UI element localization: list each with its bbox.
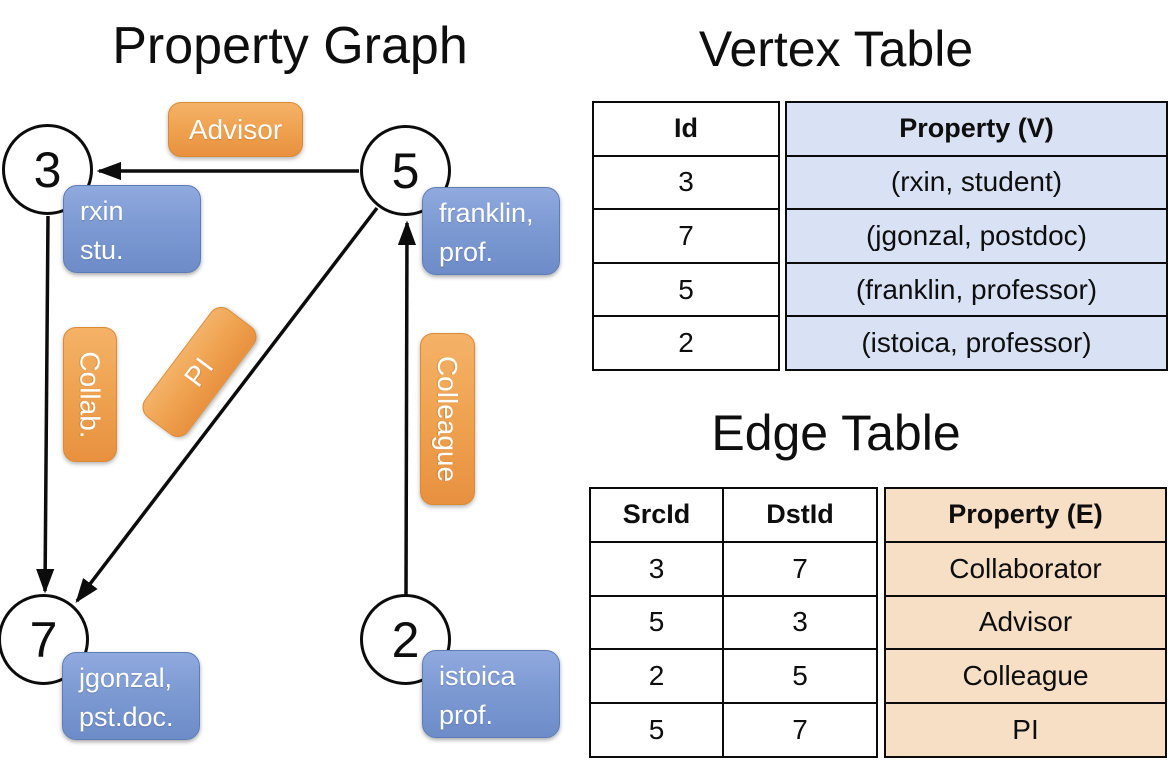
- edge-table-src-cell: 3: [591, 542, 724, 595]
- edge-label-text: PI: [178, 351, 221, 393]
- vertex-property-line: pst.doc.: [79, 702, 174, 733]
- vertex-property-line: stu.: [80, 235, 124, 266]
- vertex-property-line: rxin: [80, 196, 124, 226]
- edge-2-to-5-arrow: [397, 220, 417, 596]
- vertex-property-line: jgonzal,: [79, 663, 173, 693]
- edge-5-to-7-arrow: [75, 206, 379, 603]
- vertex-property-box-jgonzal: jgonzal, pst.doc.: [62, 652, 200, 740]
- vertex-table-header-id: Id: [674, 113, 698, 144]
- edge-table-src-cell: 5: [591, 596, 724, 649]
- edge-table-src-cell: 5: [591, 704, 724, 756]
- edge-table-property-column: Property (E) Collaborator Advisor Collea…: [884, 487, 1167, 758]
- vertex-table-property-column: Property (V) (rxin, student) (jgonzal, p…: [785, 101, 1168, 371]
- edge-table-dst-cell: 3: [792, 606, 808, 638]
- vertex-table-id-cell: 3: [678, 166, 694, 198]
- edge-table-header-dstid: DstId: [766, 499, 834, 530]
- edge-table-property-cell: Collaborator: [949, 552, 1102, 584]
- vertex-table-id-column: Id 3 7 5 2: [592, 101, 780, 371]
- edge-table-title: Edge Table: [711, 405, 961, 461]
- edge-table-src-cell: 2: [591, 650, 724, 703]
- vertex-property-line: istoica: [439, 661, 516, 691]
- vertex-id-label: 3: [33, 141, 62, 198]
- vertex-property-box-franklin: franklin, prof.: [422, 187, 560, 275]
- vertex-property-line: prof.: [439, 700, 494, 731]
- edge-label-box-advisor: Advisor: [168, 102, 303, 157]
- vertex-table-property-cell: (istoica, professor): [861, 327, 1092, 359]
- edge-table-property-cell: PI: [1012, 714, 1039, 746]
- edge-label-box-colleague: Colleague: [420, 333, 475, 505]
- edge-table-dst-cell: 7: [792, 714, 808, 746]
- edge-table-dst-cell: 5: [792, 660, 808, 692]
- vertex-id-label: 2: [391, 611, 420, 668]
- vertex-table-property-cell: (jgonzal, postdoc): [865, 219, 1087, 251]
- edge-table-property-cell: Colleague: [962, 660, 1089, 692]
- vertex-circle-2: 2: [360, 594, 451, 685]
- vertex-circle-5: 5: [360, 125, 451, 216]
- edge-label-text: Colleague: [432, 355, 464, 483]
- vertex-table-id-cell: 5: [678, 273, 694, 305]
- edge-table-dst-cell: 7: [792, 552, 808, 584]
- vertex-table-id-cell: 2: [678, 327, 694, 359]
- vertex-id-label: 7: [29, 611, 58, 668]
- vertex-property-line: franklin,: [439, 198, 534, 228]
- vertex-property-box-rxin: rxin stu.: [63, 185, 201, 273]
- vertex-table-id-cell: 7: [678, 219, 694, 251]
- edge-table-header-property: Property (E): [948, 499, 1103, 530]
- vertex-property-line: prof.: [439, 237, 494, 268]
- edge-table-header-srcid: SrcId: [591, 489, 724, 541]
- vertex-table-title: Vertex Table: [698, 21, 974, 77]
- edge-table-property-cell: Advisor: [978, 606, 1073, 638]
- edge-label-text: Collab.: [75, 350, 107, 439]
- vertex-table-header-property: Property (V): [899, 113, 1054, 144]
- vertex-id-label: 5: [391, 142, 420, 199]
- property-graph-title: Property Graph: [112, 17, 468, 75]
- edge-label-box-collab: Collab.: [63, 327, 117, 462]
- edge-table-id-columns: SrcId DstId 3 7 5 3 2 5 5 7: [589, 487, 878, 758]
- vertex-table-property-cell: (franklin, professor): [855, 273, 1098, 305]
- graph-edges-arrows: [36, 161, 417, 603]
- vertex-property-box-istoica: istoica prof.: [422, 650, 560, 738]
- edge-3-to-7-arrow: [36, 215, 55, 594]
- edge-label-text: Advisor: [188, 113, 283, 145]
- vertex-table-property-cell: (rxin, student): [890, 166, 1063, 198]
